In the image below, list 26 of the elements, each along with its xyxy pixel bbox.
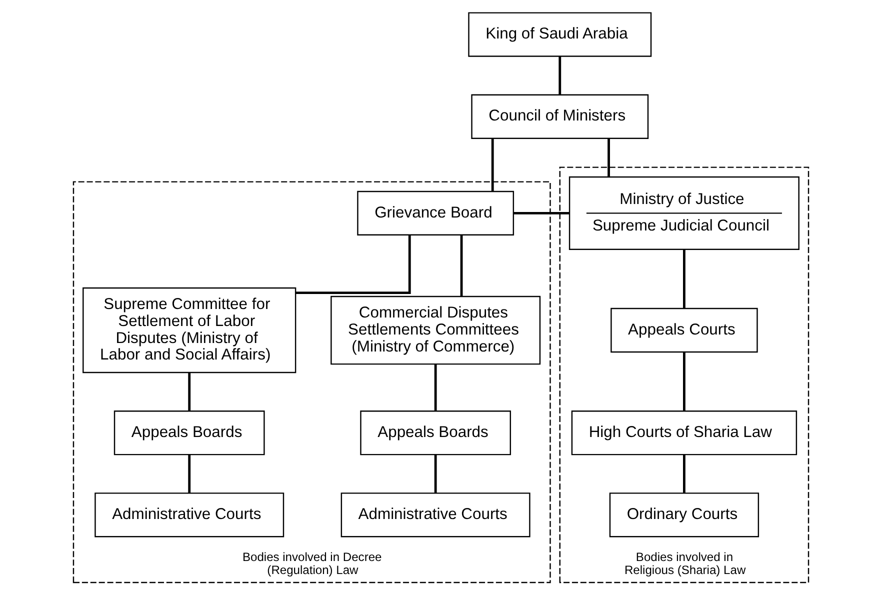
node-box: High Courts of Sharia Law — [571, 410, 798, 456]
connector — [188, 454, 191, 493]
node-box: Commercial Disputes Settlements Committees (Ministry of Commerce) — [330, 296, 541, 365]
node-box: Grievance Board — [357, 190, 514, 236]
node-box: Council of Ministers — [471, 94, 649, 139]
node-box: Appeals Boards — [114, 410, 265, 456]
connector — [683, 352, 686, 412]
connector — [491, 138, 494, 192]
node-box: Administrative Courts — [94, 492, 284, 538]
node-box: Administrative Courts — [340, 492, 530, 538]
connector — [558, 56, 562, 95]
node-box: Appeals Courts — [610, 308, 758, 353]
node-box: King of Saudi Arabia — [468, 12, 652, 57]
connector — [608, 138, 610, 177]
node-box: Supreme Committee for Settlement of Labor Disputes (Ministry of Labor and Social Affairs) — [82, 287, 296, 374]
node-box: Appeals Boards — [360, 410, 511, 456]
connector — [434, 454, 437, 493]
connector — [460, 235, 463, 296]
node-box: Ministry of Justice Supreme Judicial Council — [568, 176, 800, 250]
connector — [514, 212, 570, 214]
connector — [188, 372, 191, 412]
connector — [683, 454, 686, 493]
connector — [683, 250, 686, 308]
connector — [296, 234, 411, 294]
connector — [434, 364, 437, 412]
node-box: Ordinary Courts — [609, 492, 760, 538]
